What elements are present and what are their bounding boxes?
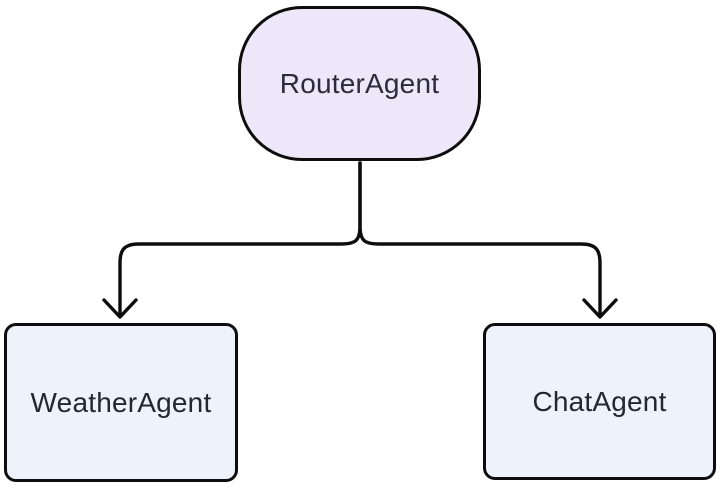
node-weather-agent: WeatherAgent — [4, 323, 238, 482]
edge-router-to-chat — [358, 161, 602, 317]
arrowhead-down-icon — [102, 298, 138, 319]
node-chat-agent: ChatAgent — [483, 323, 716, 480]
node-router-agent: RouterAgent — [238, 6, 481, 161]
node-router-agent-label: RouterAgent — [279, 67, 440, 99]
node-chat-agent-label: ChatAgent — [532, 385, 667, 417]
edge-router-to-weather — [118, 161, 362, 317]
arrowhead-down-icon — [582, 298, 618, 319]
node-weather-agent-label: WeatherAgent — [30, 386, 212, 418]
